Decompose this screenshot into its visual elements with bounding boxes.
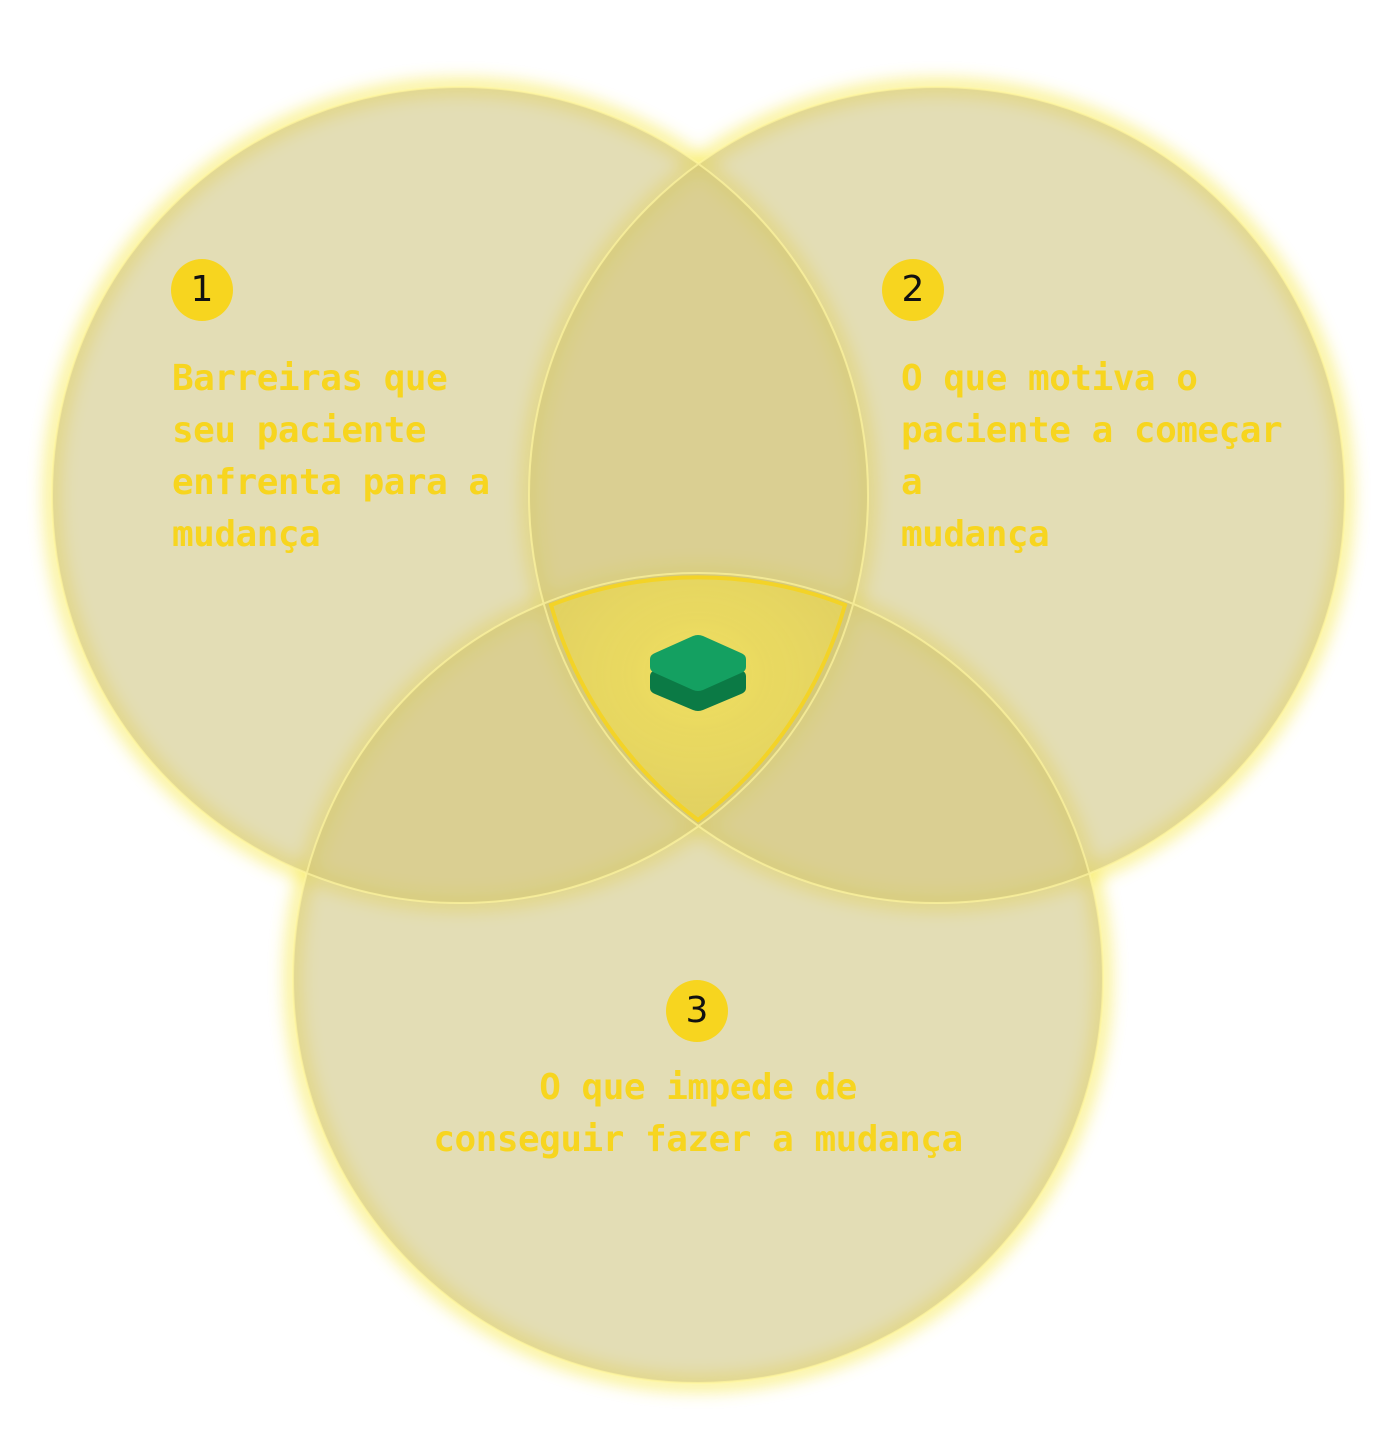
number-badge-3: 3	[666, 980, 728, 1042]
circle-1-label-line: seu paciente	[172, 410, 427, 451]
circle-3-label-line: conseguir fazer a mudança	[433, 1119, 963, 1160]
layers-icon	[650, 635, 746, 711]
number-badge-1: 1	[171, 259, 233, 321]
circle-1-label-line: mudança	[172, 514, 321, 555]
circle-3-label: O que impede de conseguir fazer a mudanç…	[398, 1062, 998, 1166]
circle-rims	[51, 86, 1346, 1384]
circle-2-label-line: paciente a começar a	[901, 410, 1283, 503]
circle-1-label-line: enfrenta para a	[172, 462, 490, 503]
circle-2-label-line: O que motiva o	[901, 358, 1198, 399]
number-badge-2: 2	[882, 259, 944, 321]
circle-3	[293, 573, 1103, 1383]
circle-2-label: O que motiva o paciente a começar a muda…	[901, 353, 1321, 561]
circle-3-label-line: O que impede de	[539, 1067, 857, 1108]
circle-2-label-line: mudança	[901, 514, 1050, 555]
circle-1-label: Barreiras que seu paciente enfrenta para…	[172, 353, 492, 561]
circle-1-label-line: Barreiras que	[172, 358, 448, 399]
